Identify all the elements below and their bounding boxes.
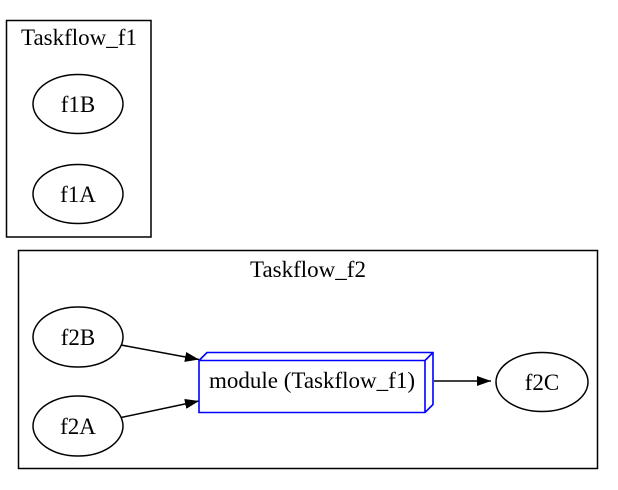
node-f2c-ellipse — [495, 351, 589, 413]
node-f2b-label: f2B — [61, 325, 96, 350]
cluster-taskflow-f1-border — [5, 19, 152, 238]
node-f2c-label: f2C — [525, 370, 560, 395]
module-box3d-depth-lines — [199, 351, 434, 413]
cluster-taskflow-f2-title: Taskflow_f2 — [250, 257, 366, 282]
node-f1a: f1A — [32, 163, 124, 225]
node-f1a-ellipse — [32, 163, 124, 225]
edge-f2b-to-module — [120, 344, 200, 362]
node-f1b: f1B — [32, 73, 124, 135]
cluster-taskflow-f2-border — [17, 249, 599, 470]
node-f2b: f2B — [32, 306, 124, 368]
node-f2c: f2C — [495, 351, 589, 413]
cluster-taskflow-f2: Taskflow_f2 f2B f2A module (Taskflow_f1) — [17, 249, 599, 470]
node-f1b-label: f1B — [61, 92, 96, 117]
cluster-taskflow-f1: Taskflow_f1 f1B f1A — [5, 19, 152, 238]
edge-f2a-to-module — [120, 399, 200, 419]
cluster-taskflow-f1-title: Taskflow_f1 — [21, 25, 137, 50]
node-f2b-ellipse — [32, 306, 124, 368]
node-f2a-ellipse — [32, 395, 124, 457]
node-f1b-ellipse — [32, 73, 124, 135]
node-f1a-label: f1A — [60, 182, 96, 207]
node-f2a-label: f2A — [60, 414, 96, 439]
node-module-label: module (Taskflow_f1) — [209, 368, 415, 393]
module-box3d-outline — [198, 351, 434, 414]
node-module: module (Taskflow_f1) — [198, 351, 434, 414]
node-f2a: f2A — [32, 395, 124, 457]
